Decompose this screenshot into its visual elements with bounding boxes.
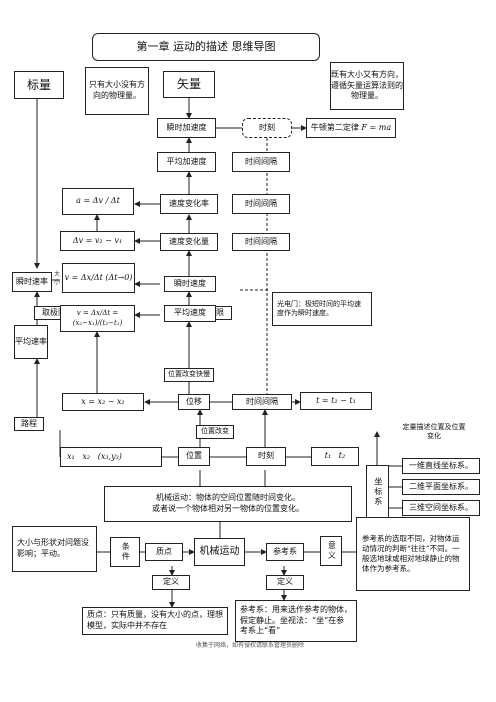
interval-4: 时间间隔 (232, 394, 292, 410)
photogate-note: 光电门：极短时间的平均速度作为瞬时速度。 (272, 292, 372, 326)
condition: 条件 (110, 537, 140, 567)
t-pair: t₁ t₂ (311, 447, 359, 466)
dx-formula: x = x₂ − x₁ (62, 393, 144, 411)
ref-note: 参考系的选取不同，对物体运动情况的判断“往往”不同。一般选地球或相对地球静止的物… (356, 517, 470, 591)
motion-desc: 机械运动：物体的空间位置随时间变化。 或者说一个物体相对另一物体的位置变化。 (104, 486, 352, 522)
scalar-box: 标量 (14, 71, 64, 99)
interval-2: 时间间隔 (232, 194, 290, 214)
interval-1: 时间间隔 (232, 152, 290, 172)
rate-change: 速度变化率 (160, 194, 218, 214)
particle-def: 质点：只有质量，没有大小的点，理想模型，实际中并不存在 (82, 607, 228, 635)
instant-velocity: 瞬时速度 (164, 276, 216, 292)
interval-3: 时间间隔 (232, 233, 290, 251)
size-shape: 大小与形状对问题没影响；平动。 (12, 526, 97, 572)
meaning: 意义 (320, 536, 342, 566)
pos-change-speed: 位置改变快慢 (164, 368, 214, 382)
footer: 收集于网络，如有侵权请联系管理员删除 (195, 642, 304, 649)
avg-accel: 平均加速度 (157, 152, 216, 172)
coord-sys: 坐标系 (366, 465, 389, 518)
dt-formula: t = t₂ − t₁ (300, 392, 372, 410)
definition-2: 定义 (266, 575, 304, 590)
page-title: 第一章 运动的描述 思维导图 (92, 33, 320, 61)
avg-velocity: 平均速度 (164, 305, 216, 322)
moment: 时刻 (246, 447, 286, 466)
one-dim: 一维直线坐标系。 (402, 458, 480, 474)
position: 位置 (178, 447, 210, 466)
two-dim: 二维平面坐标系。 (402, 479, 480, 495)
avg-speed: 平均速率 (14, 325, 48, 359)
ref-def: 参考系：用来选作参考的物体，假定静止。坐视法：“坐”在参考系上“看” (235, 600, 357, 642)
vector-box: 矢量 (163, 71, 215, 98)
mech-motion: 机械运动 (194, 538, 245, 566)
three-dim: 三维空间坐标系。 (402, 500, 480, 516)
displacement: 位移 (178, 394, 210, 410)
avg-v-formula: v = Δx/Δt = (x₂−x₁)/(t₂−t₁) (60, 305, 135, 332)
quant-pos: 定量描述位置及位置变化 (402, 417, 466, 447)
ref-frame: 参考系 (266, 543, 304, 561)
size-label: 大小 (54, 271, 61, 287)
instant-accel: 瞬时加速度 (157, 118, 216, 138)
newton-law: 牛顿第二定律 F = ma (306, 118, 396, 138)
v-change: 速度变化量 (160, 233, 218, 251)
pos-change: 位置改变 (196, 425, 234, 439)
vector-desc: 既有大小又有方向，遵循矢量运算法则的物理量。 (330, 62, 404, 110)
moment-top: 时刻 (242, 118, 292, 138)
dv-formula: Δv = v₂ − v₁ (60, 231, 135, 251)
instant-speed: 瞬时速率 (12, 272, 52, 292)
accel-formula: a = Δv / Δt (62, 188, 134, 215)
scalar-desc: 只有大小没有方向的物理量。 (85, 67, 149, 115)
path-box: 路程 (14, 417, 44, 431)
coords-box: x₁ x₂ (x₃,y₃) (60, 447, 162, 467)
v-limit-formula: v = Δx/Δt (Δt→0) (62, 263, 135, 293)
particle: 质点 (145, 543, 183, 561)
definition-1: 定义 (152, 575, 190, 590)
